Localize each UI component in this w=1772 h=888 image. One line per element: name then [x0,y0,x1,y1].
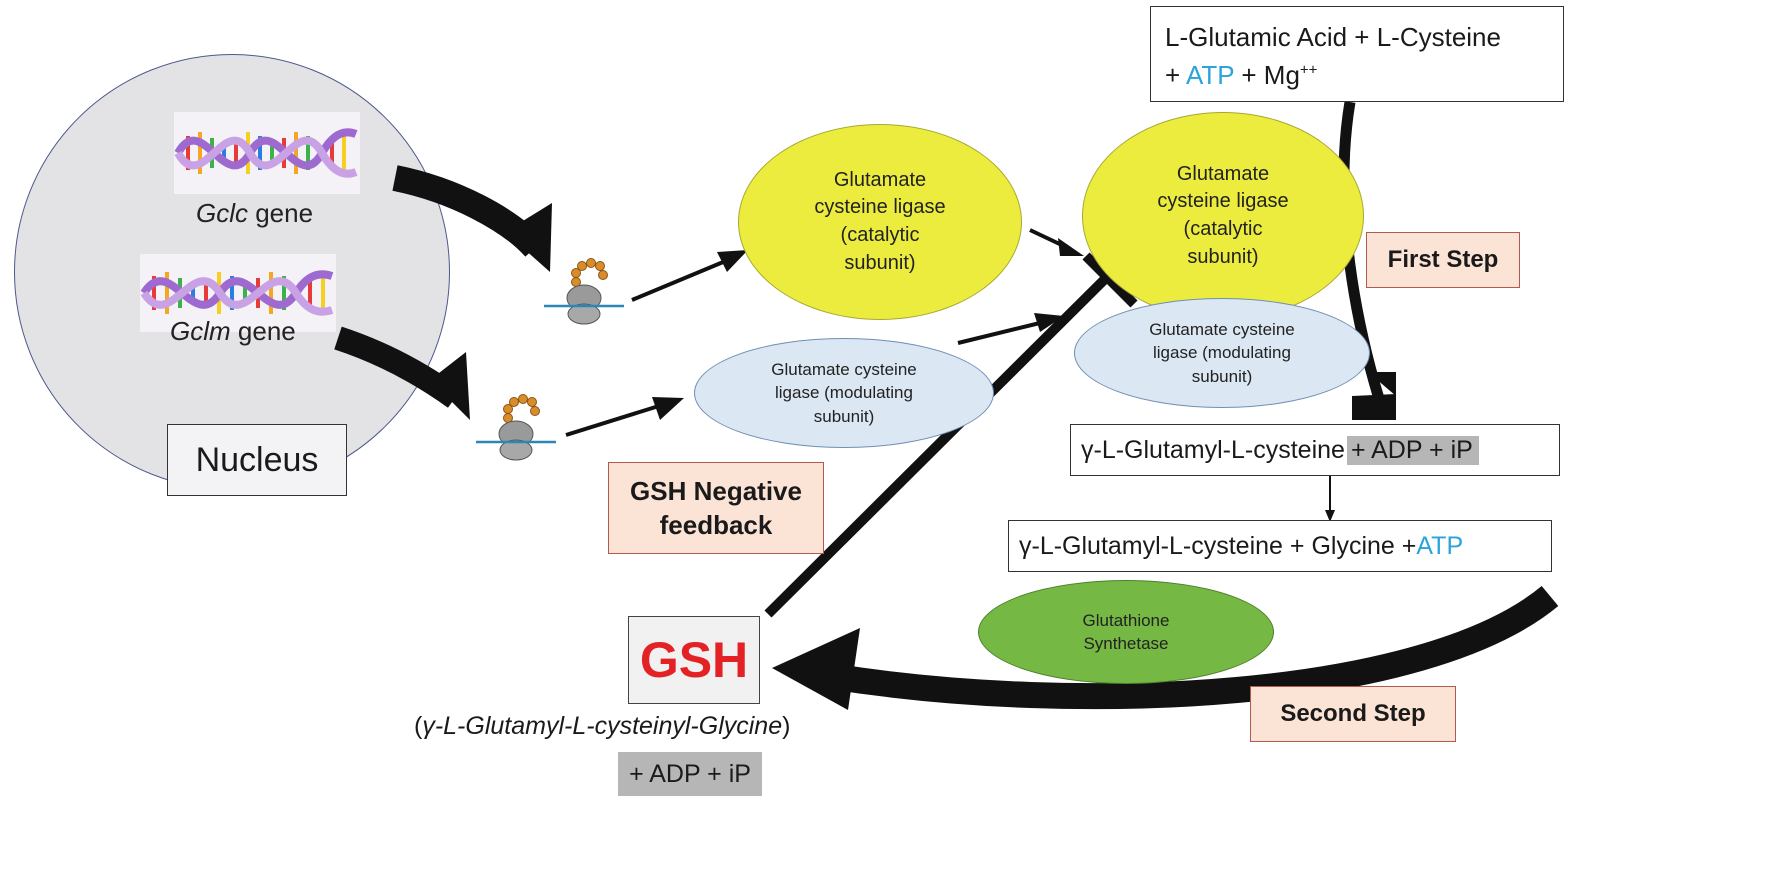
translation-arrowhead [717,250,748,272]
nucleus-label: Nucleus [167,424,347,496]
first-step-arrowhead [1352,394,1396,420]
ribosome-icon [544,258,624,325]
second-step-arrowhead [772,628,860,710]
byproducts-label: + ADP + iP [1346,435,1479,465]
gclc-gene-label: Gclc gene [196,198,314,228]
feedback-inhibition-line [764,272,1112,618]
transcription-arrowhead-gclm [430,352,470,420]
gamma-glutamylcysteine-label: γ-L-Glutamyl-L-cysteine [1081,435,1345,464]
second-step-arrow [827,585,1559,710]
gclm-gene-label: Gclm gene [170,316,296,346]
gsh-byproducts-label: + ADP + iP [618,752,762,796]
substrates-line-1: L-Glutamic Acid + L-Cysteine [1165,22,1501,52]
transcription-arrow-gclm [334,326,463,408]
gclc-dna-helix-icon [174,112,360,194]
substrates-line-2: + ATP + Mg++ [1165,59,1318,90]
assembly-arrowhead [1058,238,1084,256]
first-product-box: γ-L-Glutamyl-L-cysteine+ ADP + iP [1070,424,1560,476]
atp-label: ATP [1185,59,1235,90]
second-step-substrates-box: γ-L-Glutamyl-L-cysteine + Glycine + ATP [1008,520,1552,572]
atp-label: ATP [1416,531,1464,560]
gsh-product-box: GSH [628,616,760,704]
feedback-inhibition-bar [1082,252,1138,308]
substrates-box: L-Glutamic Acid + L-Cysteine + ATP + Mg+… [1150,6,1564,102]
gclm-dna-helix-icon [140,254,336,332]
second-step-label: Second Step [1250,686,1456,742]
small-arrowhead [1325,510,1335,522]
assembly-arrowhead [1034,313,1064,332]
translation-arrowhead [652,397,684,420]
transcription-arrowhead-gclc [505,203,552,272]
ribosome-icon [476,394,556,461]
first-step-arrow [1338,101,1386,404]
gsh-full-name: (γ-L-Glutamyl-L-cysteinyl-Glycine) [414,712,791,740]
first-step-label: First Step [1366,232,1520,288]
